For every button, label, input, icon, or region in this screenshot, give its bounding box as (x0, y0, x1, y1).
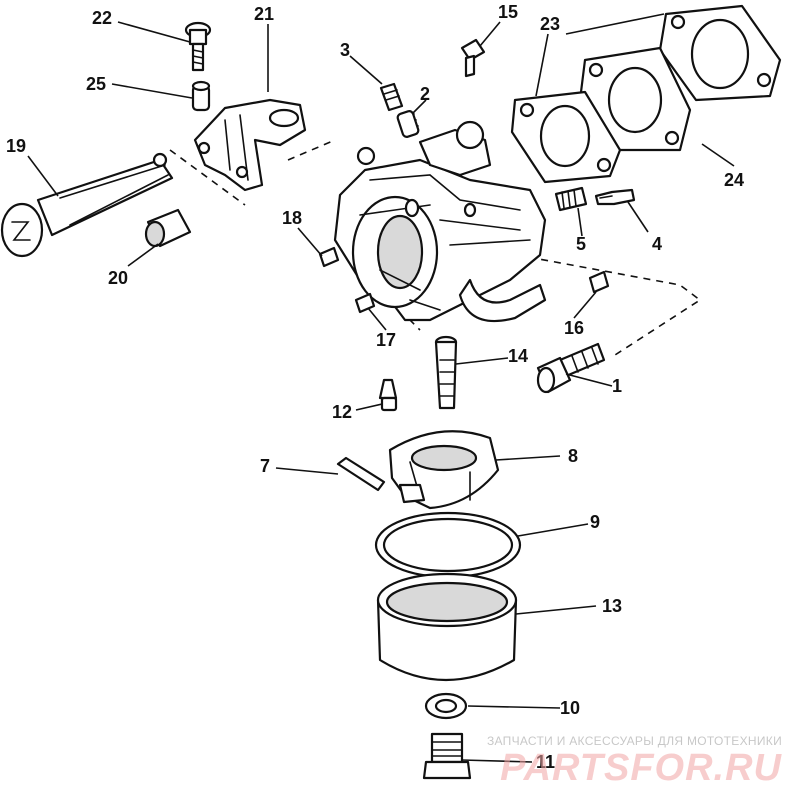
callout-18: 18 (282, 208, 302, 228)
callout-14: 14 (508, 346, 528, 366)
part-5-spring (554, 186, 588, 212)
callout-7: 7 (260, 456, 270, 476)
callout-labels: 22 21 25 19 20 3 2 15 23 24 5 4 18 16 17… (6, 2, 744, 772)
part-19-choke-knob (0, 152, 174, 258)
part-24-spacer (578, 46, 692, 152)
part-7-float-pin (336, 456, 386, 492)
carburetor-body (333, 120, 547, 323)
callout-8: 8 (568, 446, 578, 466)
callout-4: 4 (652, 234, 662, 254)
part-4-needle (594, 188, 636, 206)
callout-17: 17 (376, 330, 396, 350)
callout-20: 20 (108, 268, 128, 288)
part-18-screw (318, 246, 340, 268)
leader-lines (27, 13, 735, 763)
part-21-choke-bracket (193, 98, 307, 192)
callout-16: 16 (564, 318, 584, 338)
callout-22: 22 (92, 8, 112, 28)
callout-24: 24 (724, 170, 744, 190)
part-13-float-bowl (376, 572, 518, 681)
part-10-washer (424, 692, 468, 720)
callout-10: 10 (560, 698, 580, 718)
callout-19: 19 (6, 136, 26, 156)
callout-15: 15 (498, 2, 518, 22)
part-9-bowl-gasket (374, 511, 522, 579)
callout-12: 12 (332, 402, 352, 422)
part-1-bolt (536, 342, 606, 394)
callout-13: 13 (602, 596, 622, 616)
callout-21: 21 (254, 4, 274, 24)
part-23-gasket-large (658, 4, 782, 102)
callout-1: 1 (612, 376, 622, 396)
part-8-float (388, 430, 500, 510)
part-11-drain-plug (422, 732, 472, 780)
part-2-spring (396, 110, 420, 138)
part-3-screw (379, 82, 404, 112)
callout-5: 5 (576, 234, 586, 254)
callout-25: 25 (86, 74, 106, 94)
callout-23: 23 (540, 14, 560, 34)
part-15-screw (460, 38, 486, 78)
part-16-plug (588, 270, 610, 294)
callout-3: 3 (340, 40, 350, 60)
part-25-pin (191, 80, 211, 112)
part-12-inlet-needle (378, 378, 398, 412)
callout-11: 11 (536, 752, 555, 772)
part-20-bushing (144, 208, 192, 248)
part-22-screw (184, 21, 212, 72)
part-17-screw (354, 292, 376, 314)
part-14-main-jet-tube (434, 335, 458, 410)
callout-9: 9 (590, 512, 600, 532)
callout-2: 2 (420, 84, 430, 104)
part-23-gasket-small (510, 90, 622, 184)
